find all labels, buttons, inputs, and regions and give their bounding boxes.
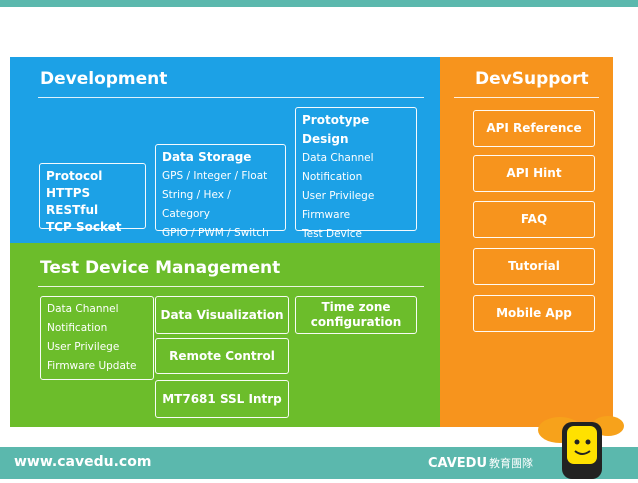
api-hint-button: API Hint	[473, 155, 595, 192]
test-feature-item: Data Channel	[47, 303, 119, 315]
footer-bar	[0, 447, 638, 479]
test-device-panel: Test Device Management Data Channel Noti…	[10, 243, 440, 427]
tutorial-label: Tutorial	[508, 259, 560, 273]
prototype-design-item: Notification	[302, 171, 363, 183]
lego-figure-logo-icon	[536, 412, 626, 479]
data-storage-item: GPS / Integer / Float	[162, 170, 268, 182]
test-feature-item: Firmware Update	[47, 360, 137, 372]
ssl-box: MT7681 SSL Intrp	[155, 380, 289, 418]
devsupport-panel: DevSupport API Reference API Hint FAQ Tu…	[440, 57, 613, 427]
tutorial-button: Tutorial	[473, 248, 595, 285]
development-panel: Development Protocol HTTPS RESTful TCP S…	[10, 57, 440, 243]
prototype-design-item: User Privilege	[302, 190, 375, 202]
data-storage-item: GPIO / PWM / Switch	[162, 227, 269, 239]
time-zone-line: configuration	[310, 315, 402, 329]
mobile-app-button: Mobile App	[473, 295, 595, 332]
prototype-design-heading: Prototype Design	[302, 113, 370, 146]
test-features-box: Data Channel Notification User Privilege…	[40, 296, 154, 380]
data-visualization-box: Data Visualization	[155, 296, 289, 334]
api-hint-label: API Hint	[506, 166, 562, 180]
protocol-box: Protocol HTTPS RESTful TCP Socket	[39, 163, 146, 234]
prototype-design-box: Prototype Design Data Channel Notificati…	[295, 107, 417, 240]
footer-brand-cn: 教育團隊	[489, 457, 534, 470]
top-bar	[0, 0, 638, 7]
ssl-label: MT7681 SSL Intrp	[162, 391, 282, 406]
prototype-design-item: Test Device	[302, 228, 362, 240]
remote-control-label: Remote Control	[169, 348, 275, 363]
test-device-divider	[38, 286, 424, 287]
mobile-app-label: Mobile App	[496, 306, 572, 320]
faq-button: FAQ	[473, 201, 595, 238]
test-feature-item: User Privilege	[47, 341, 120, 353]
data-storage-item: String / Hex / Category	[162, 189, 231, 220]
api-reference-button: API Reference	[473, 110, 595, 147]
development-title: Development	[40, 69, 168, 89]
time-zone-line: Time zone	[321, 300, 391, 314]
devsupport-divider	[454, 97, 599, 98]
prototype-design-item: Data Channel	[302, 152, 374, 164]
data-visualization-label: Data Visualization	[160, 307, 284, 322]
data-storage-heading: Data Storage	[162, 150, 252, 164]
api-reference-label: API Reference	[486, 121, 582, 135]
footer-brand-name: CAVEDU	[428, 456, 488, 471]
remote-control-box: Remote Control	[155, 338, 289, 374]
devsupport-title: DevSupport	[475, 69, 589, 89]
faq-label: FAQ	[520, 212, 548, 226]
prototype-design-item: Firmware	[302, 209, 351, 221]
protocol-line: Protocol	[46, 169, 103, 183]
time-zone-box: Time zone configuration	[295, 296, 417, 334]
development-divider	[38, 97, 424, 98]
data-storage-box: Data Storage GPS / Integer / Float Strin…	[155, 144, 286, 239]
test-device-title: Test Device Management	[40, 258, 281, 278]
test-feature-item: Notification	[47, 322, 108, 334]
protocol-line: HTTPS RESTful	[46, 186, 99, 217]
protocol-line: TCP Socket	[46, 220, 122, 234]
footer-url: www.cavedu.com	[14, 454, 152, 470]
